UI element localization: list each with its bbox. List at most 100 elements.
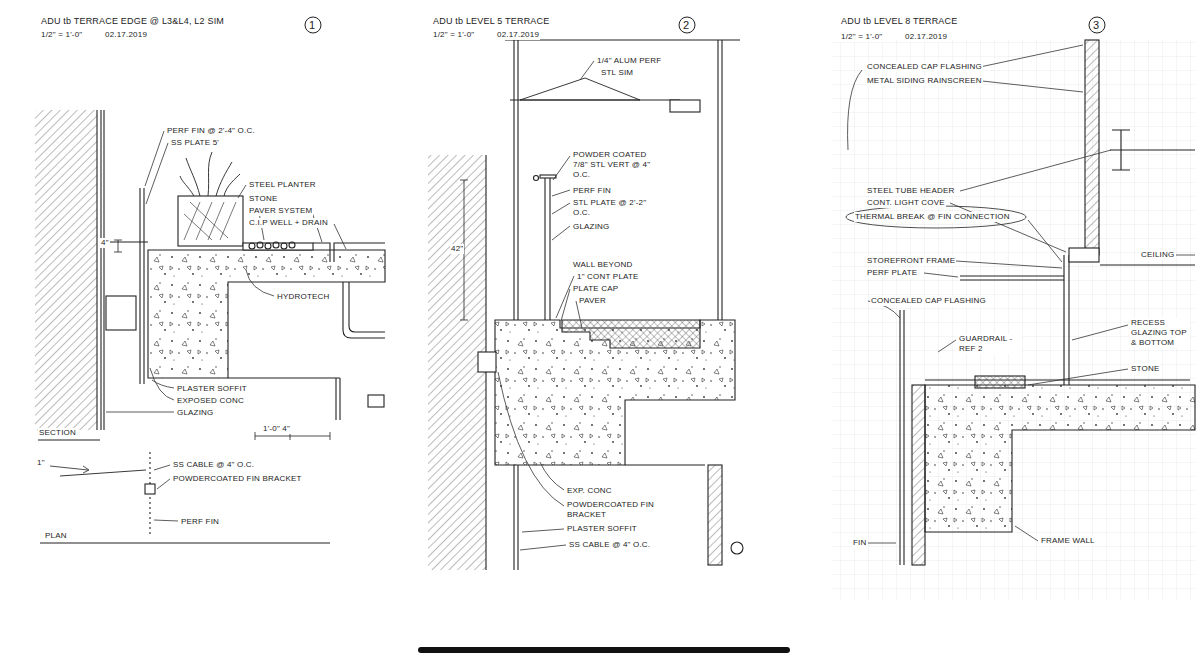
- detail-1-section: [349, 282, 385, 332]
- note-label: RECESS GLAZING TOP & BOTTOM: [1130, 318, 1190, 348]
- note-label: PERF FIN @ 2'-4" O.C.: [166, 126, 256, 136]
- leader-line: [106, 131, 346, 521]
- note-label: THERMAL BREAK @ FIN CONNECTION: [854, 212, 1011, 222]
- note-label: 1/4" ALUM PERF: [596, 56, 662, 66]
- note-label: CONCEALED CAP FLASHING: [870, 296, 987, 306]
- detail-1-section: [100, 110, 101, 430]
- leader-line: [924, 273, 958, 277]
- note-label: STONE: [1130, 364, 1160, 374]
- leader-line: [848, 45, 1195, 543]
- callout-number: 1: [309, 19, 315, 31]
- leader-line: [154, 520, 178, 521]
- detail-1-section: [114, 240, 122, 241]
- detail-2-section: [708, 465, 722, 565]
- leader-line: [152, 380, 174, 388]
- view-name: PLAN: [44, 531, 68, 541]
- detail-2-section: [625, 464, 705, 465]
- leader-line: [154, 465, 170, 470]
- leader-line: [956, 261, 1062, 268]
- leader-line: [580, 61, 594, 80]
- scale-note: 1/2" = 1'-0": [432, 30, 475, 40]
- note-label: PAVER SYSTEM: [248, 206, 313, 216]
- detail-1-section: [145, 484, 155, 494]
- detail-1-section: [110, 241, 148, 242]
- scale-note: 1/2" = 1'-0": [40, 30, 83, 40]
- note-label: STONE: [248, 194, 278, 204]
- leader-line: [552, 190, 570, 196]
- detail-3-section: [1085, 40, 1099, 255]
- leader-line: [552, 226, 570, 240]
- note-label: SS CABLE @ 4" O.C.: [568, 540, 651, 550]
- dimension: 4": [100, 238, 110, 248]
- leader-line: [980, 45, 1083, 67]
- callout-number: 2: [683, 19, 689, 31]
- detail-3-section: [846, 40, 1195, 565]
- note-label: HYDROTECH: [276, 292, 330, 302]
- note-label: PERF FIN: [180, 517, 220, 527]
- leader-line: [540, 462, 564, 490]
- leader-line: [520, 545, 566, 550]
- detail-2-section: [495, 320, 735, 465]
- detail-2-section: [731, 542, 743, 554]
- leader-line: [950, 203, 1066, 252]
- note-label: SS PLATE 5': [170, 138, 220, 148]
- date-note: 02.17.2019: [904, 32, 948, 42]
- detail-2-section: [670, 100, 700, 112]
- leader-line: [553, 156, 570, 180]
- detail-1-section: [178, 196, 243, 246]
- detail-1-section: [343, 282, 385, 338]
- detail-1-section: [118, 240, 119, 252]
- note-label: EXPOSED CONC: [176, 396, 245, 406]
- note-label: C.I.P WELL + DRAIN: [248, 218, 329, 228]
- leader-line: [1028, 220, 1062, 262]
- note-label: STOREFRONT FRAME: [866, 256, 956, 266]
- note-label: PAVER: [578, 296, 607, 306]
- leader-line: [1015, 526, 1038, 541]
- leader-line: [848, 70, 862, 150]
- leader-line: [106, 412, 174, 413]
- detail-1-section: [273, 242, 279, 248]
- detail-1-section: [265, 243, 271, 249]
- detail-3-section: [1068, 255, 1069, 385]
- detail-2-section: [540, 175, 556, 178]
- detail-1-section: [60, 470, 146, 476]
- detail-title: ADU tb LEVEL 8 TERRACE: [840, 16, 958, 27]
- detail-3-section: [1112, 130, 1130, 170]
- detail-1-section: [180, 152, 240, 196]
- detail-1-section: [289, 242, 295, 248]
- detail-2-section: [428, 40, 743, 570]
- detail-1-section: [50, 466, 89, 473]
- detail-1-section: [40, 542, 330, 543]
- detail-2-section: [428, 155, 486, 570]
- callout-circle: [305, 17, 321, 33]
- leader-line: [150, 368, 174, 400]
- detail-1-section: [257, 242, 263, 248]
- note-label: 1" CONT PLATE: [576, 272, 640, 282]
- note-label: CEILING: [1140, 250, 1175, 260]
- note-label: WALL BEYOND: [572, 260, 633, 270]
- detail-2-section: [517, 465, 518, 570]
- detail-1-section: [313, 243, 385, 262]
- detail-3-section: [960, 276, 1064, 280]
- detail-1-section: [143, 188, 144, 384]
- detail-1-section: [228, 377, 340, 378]
- scale-note: 1/2" = 1'-0": [840, 32, 883, 42]
- note-label: CONT. LIGHT COVE: [866, 198, 946, 208]
- detail-1-section: [103, 110, 104, 430]
- note-label: GLAZING: [176, 408, 215, 418]
- detail-1-section: [335, 378, 336, 420]
- leader-line: [1176, 255, 1195, 256]
- detail-2-section: [520, 78, 640, 100]
- date-note: 02.17.2019: [104, 30, 148, 40]
- detail-3-section: [846, 206, 1026, 228]
- callout-circle: [679, 17, 695, 33]
- detail-3-section: [903, 310, 904, 565]
- detail-1-section: [243, 243, 313, 250]
- detail-2-section: [510, 99, 680, 100]
- callout-number: 3: [1093, 19, 1099, 31]
- detail-1-section: [368, 395, 384, 407]
- detail-3-section: [975, 376, 1025, 388]
- detail-1-section: [249, 243, 255, 249]
- detail-3-section: [912, 385, 925, 565]
